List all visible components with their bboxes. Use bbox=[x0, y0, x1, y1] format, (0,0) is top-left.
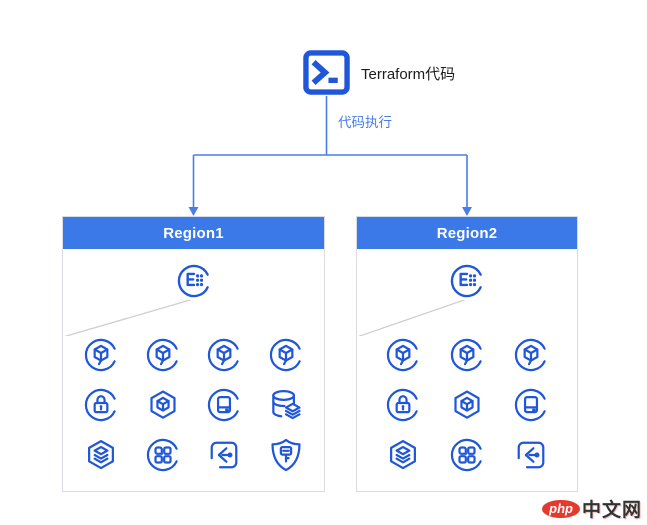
region2-title: Region2 bbox=[436, 224, 498, 242]
service-icon-row bbox=[357, 386, 577, 424]
hex-cube-icon bbox=[448, 386, 486, 424]
quadrant-grid-icon bbox=[448, 436, 486, 474]
service-icon-row bbox=[63, 436, 324, 474]
database-layers-icon bbox=[267, 386, 305, 424]
enterprise-project-icon bbox=[448, 262, 486, 300]
region1-icon-grid bbox=[63, 336, 324, 474]
terraform-code-label: Terraform代码 bbox=[361, 66, 456, 83]
hex-layers-icon bbox=[82, 436, 120, 474]
php-logo-badge: php bbox=[542, 499, 580, 518]
hex-cube-icon bbox=[144, 386, 182, 424]
ecs-icon bbox=[267, 336, 305, 374]
server-icon bbox=[512, 386, 550, 424]
region1-header: Region1 bbox=[63, 217, 324, 249]
server-icon bbox=[205, 386, 243, 424]
hex-layers-icon bbox=[384, 436, 422, 474]
ecs-icon bbox=[512, 336, 550, 374]
terminal-icon bbox=[303, 50, 350, 95]
region2-body bbox=[357, 262, 577, 474]
php-logo-text: 中文网 bbox=[581, 500, 642, 521]
shield-key-icon bbox=[267, 436, 305, 474]
lock-icon bbox=[384, 386, 422, 424]
region1-body bbox=[63, 262, 324, 474]
ecs-icon bbox=[448, 336, 486, 374]
root-icon-wrap bbox=[63, 262, 324, 300]
service-icon-row bbox=[357, 436, 577, 474]
region2-icon-grid bbox=[357, 336, 577, 474]
gateway-icon bbox=[512, 436, 550, 474]
fan-lines bbox=[64, 300, 192, 336]
gateway-icon bbox=[205, 436, 243, 474]
region1-box: Region1 bbox=[62, 216, 325, 492]
ecs-icon bbox=[384, 336, 422, 374]
quadrant-grid-icon bbox=[144, 436, 182, 474]
lock-icon bbox=[82, 386, 120, 424]
region2-box: Region2 bbox=[356, 216, 578, 492]
fan-lines bbox=[358, 300, 466, 336]
service-icon-row bbox=[63, 336, 324, 374]
region2-header: Region2 bbox=[357, 217, 577, 249]
enterprise-project-icon bbox=[175, 262, 213, 300]
ecs-icon bbox=[205, 336, 243, 374]
region1-title: Region1 bbox=[163, 224, 224, 242]
ecs-icon bbox=[82, 336, 120, 374]
service-icon-row bbox=[63, 386, 324, 424]
php-cn-watermark: php 中文网 bbox=[542, 495, 642, 522]
ecs-icon bbox=[144, 336, 182, 374]
code-execution-label: 代码执行 bbox=[338, 115, 392, 130]
root-icon-wrap bbox=[357, 262, 577, 300]
service-icon-row bbox=[357, 336, 577, 374]
